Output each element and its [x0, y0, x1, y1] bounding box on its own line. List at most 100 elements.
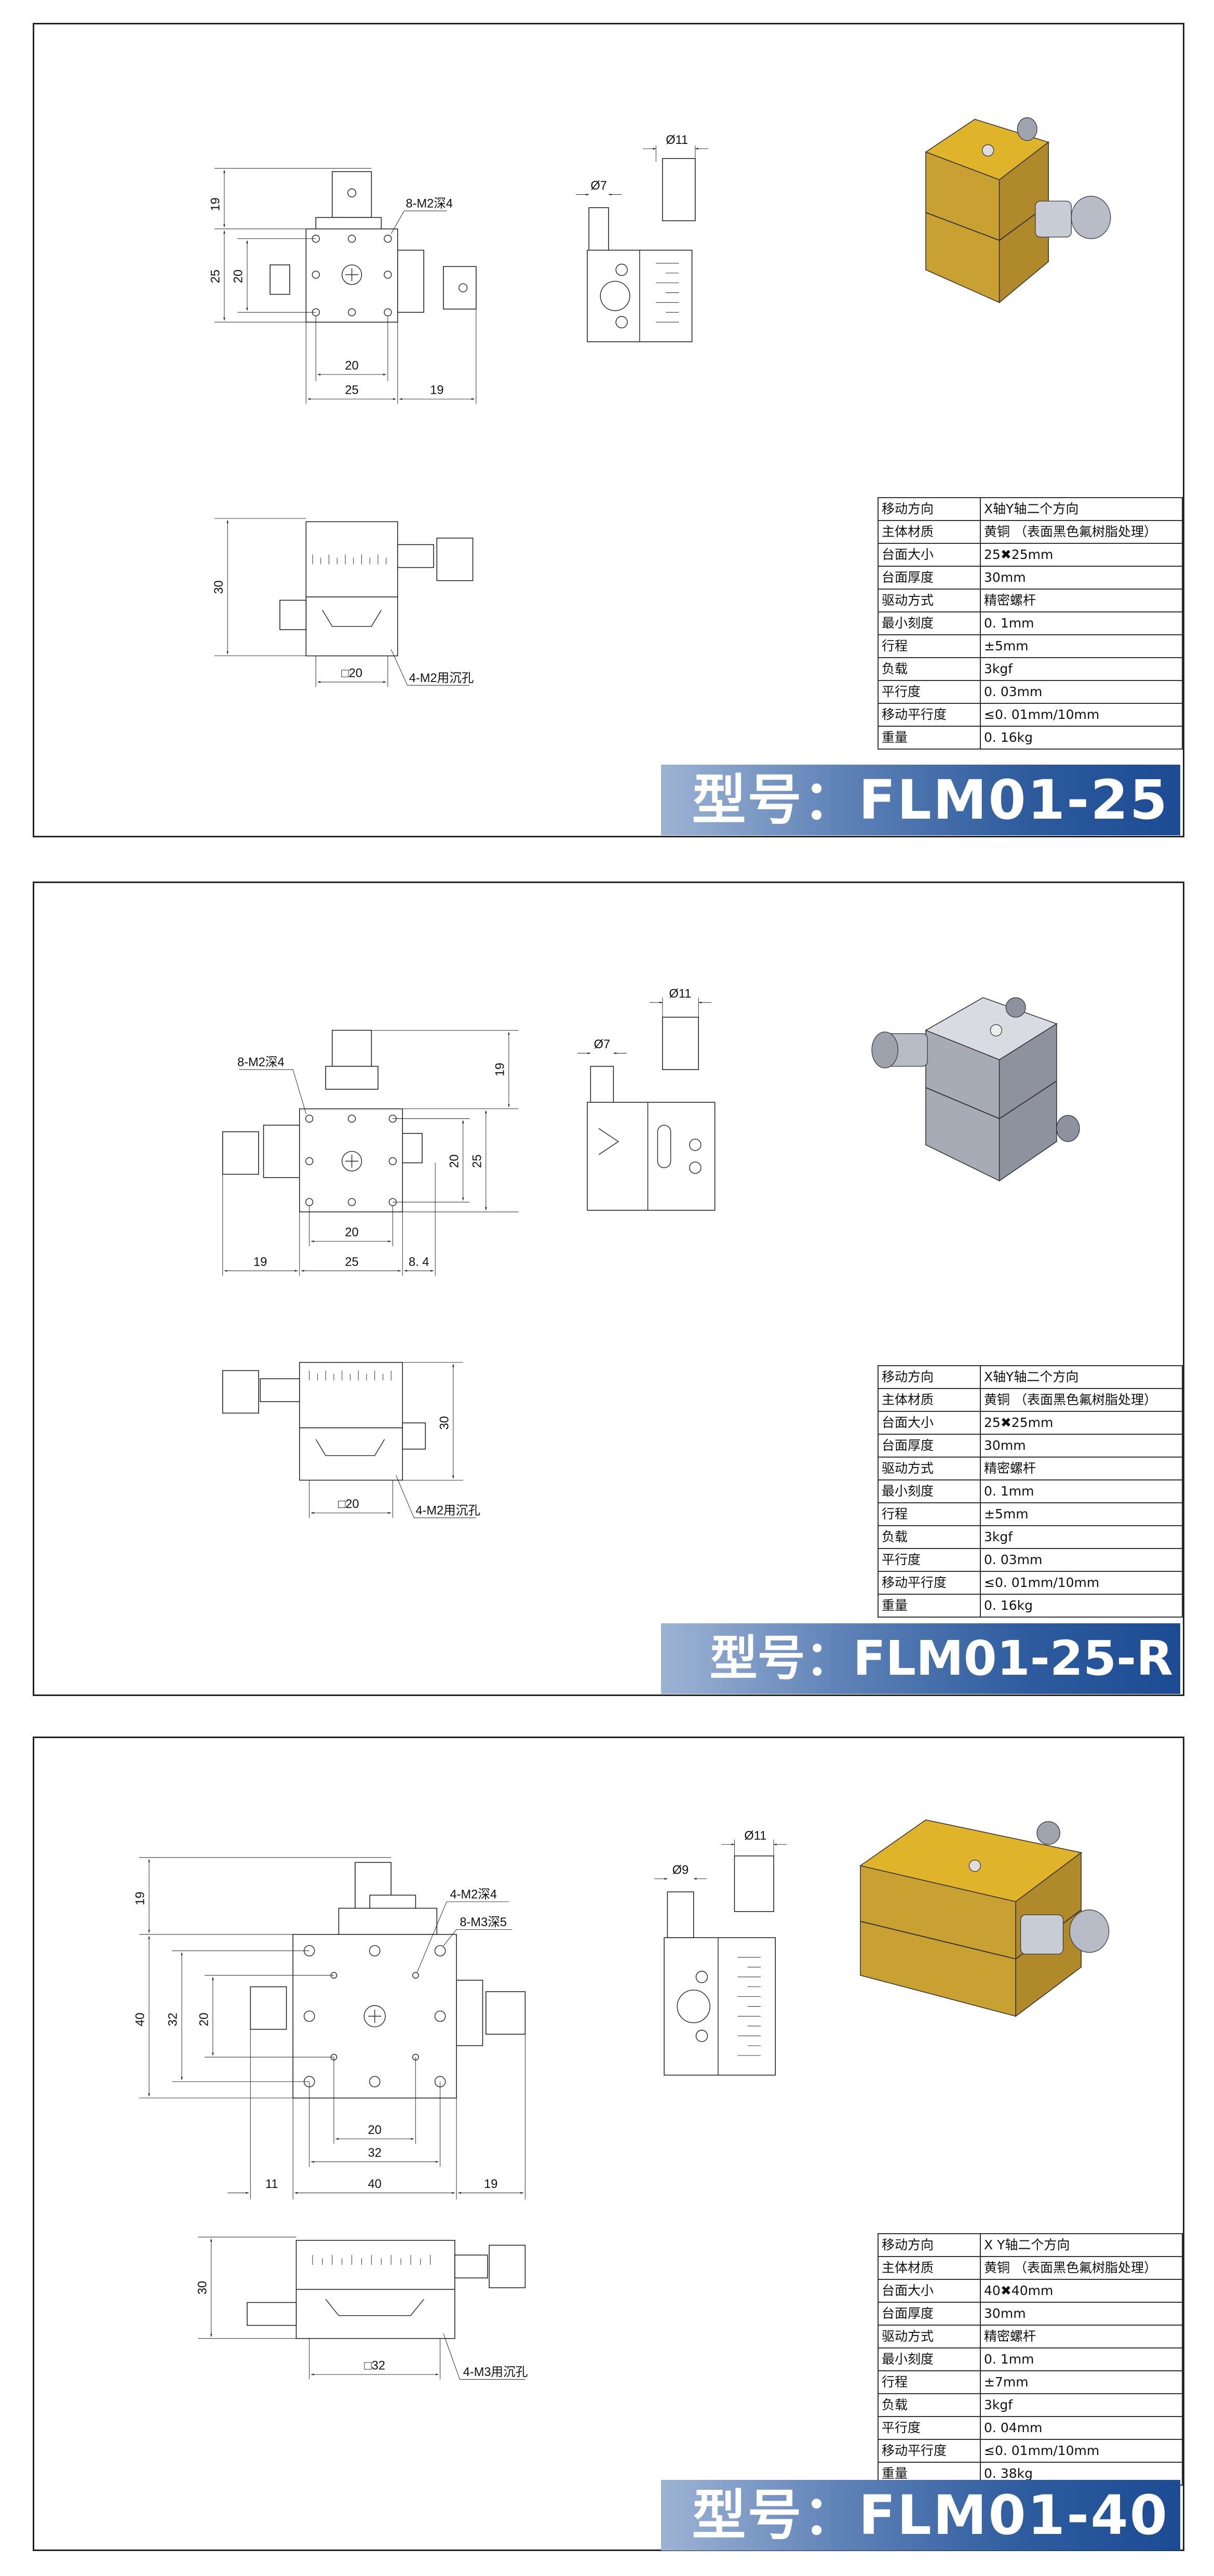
dim-label: 19 [253, 1256, 267, 1269]
product-3d-render [925, 117, 1111, 304]
spec-row: 移动平行度≤0. 01mm/10mm [877, 2439, 1183, 2463]
spec-label: 驱动方式 [877, 1457, 981, 1480]
dim-label: 19 [430, 384, 443, 397]
spec-value: 40✖40mm [980, 2279, 1183, 2303]
x-collar [397, 249, 424, 313]
spec-value: 0. 1mm [980, 611, 1183, 635]
product-panel-flm01-25: 19 25 20 20 25 19 8-M2深4 Ø11 Ø7 [33, 23, 1184, 837]
spec-label: 最小刻度 [877, 611, 981, 635]
dim-label: □20 [338, 1498, 359, 1511]
spec-value: 精密螺杆 [980, 589, 1183, 612]
dim-label: 30 [438, 1416, 451, 1430]
spec-label: 负载 [877, 1525, 981, 1549]
spec-value: 30mm [980, 1434, 1183, 1458]
spec-value: 0. 03mm [980, 680, 1183, 704]
spec-row: 行程±5mm [877, 1502, 1183, 1526]
spec-value: 黄铜 （表面黑色氟树脂处理） [980, 520, 1183, 544]
top-view: 19 25 20 20 19 25 8. 4 8-M2深4 [222, 1030, 519, 1276]
spec-label: 行程 [877, 2370, 981, 2394]
spec-value: 25✖25mm [980, 1411, 1183, 1435]
dim-label: 32 [368, 2146, 382, 2160]
dim-label: Ø11 [744, 1829, 766, 1843]
model-banner: 型号：FLM01-25-R [661, 1623, 1180, 1694]
set-screw-icon [347, 188, 357, 197]
spec-label: 行程 [877, 1502, 981, 1526]
spec-label: 移动平行度 [877, 703, 981, 727]
stage-body [587, 1102, 716, 1211]
spec-label: 行程 [877, 634, 981, 658]
spec-label: 最小刻度 [877, 2347, 981, 2371]
y-collar [315, 217, 382, 231]
product-panel-flm01-25-r: 19 25 20 20 19 25 8. 4 8-M2深4 [33, 882, 1184, 1696]
spec-value: 0. 16kg [980, 726, 1183, 750]
dim-label: Ø9 [672, 1863, 689, 1877]
dim-label: □32 [364, 2359, 385, 2373]
spec-label: 移动平行度 [877, 2439, 981, 2463]
dim-label: 30 [212, 580, 226, 594]
dim-label: 11 [265, 2178, 278, 2191]
knob [222, 1370, 259, 1414]
spec-label: 台面厚度 [877, 2302, 981, 2326]
spec-label: 台面大小 [877, 543, 981, 567]
spec-row: 行程±7mm [877, 2370, 1183, 2394]
spec-label: 台面厚度 [877, 1434, 981, 1458]
knob [489, 2245, 526, 2288]
top-view: 19 25 20 20 25 19 8-M2深4 [209, 168, 477, 404]
hole-callout: 8-M2深4 [237, 1056, 285, 1070]
spec-value: ±5mm [980, 1502, 1183, 1526]
lock-knob [250, 1986, 287, 2030]
dim-label: 20 [345, 359, 358, 372]
spec-row: 主体材质黄铜 （表面黑色氟树脂处理） [877, 520, 1183, 544]
dim-label: 25 [345, 384, 358, 397]
spec-label: 平行度 [877, 680, 981, 704]
spec-value: 0. 1mm [980, 1479, 1183, 1503]
x-collar [456, 1980, 483, 2046]
technical-drawing: 19 25 20 20 25 19 8-M2深4 Ø11 Ø7 [209, 117, 1111, 687]
dim-label: 25 [470, 1154, 484, 1168]
spec-value: 黄铜 （表面黑色氟树脂处理） [980, 1388, 1183, 1412]
hole-callout: 4-M2深4 [450, 1888, 497, 1902]
dim-label: 25 [345, 1256, 358, 1269]
spec-label: 移动平行度 [877, 1571, 981, 1595]
dim-label: 32 [167, 2013, 180, 2026]
lower-body [299, 1427, 403, 1481]
spec-label: 主体材质 [877, 520, 981, 544]
dim-label: 19 [134, 1891, 147, 1905]
spec-value: 30mm [980, 566, 1183, 590]
dim-label: Ø11 [669, 987, 692, 1000]
hole-callout: 8-M3深5 [460, 1915, 507, 1929]
spec-row: 行程±5mm [877, 634, 1183, 658]
dim-label: 30 [196, 2281, 209, 2294]
small-knob [588, 207, 609, 257]
mount-holes [305, 1114, 397, 1206]
spec-value: X Y轴二个方向 [980, 2233, 1183, 2257]
side-view: Ø11 Ø9 [654, 1829, 787, 2076]
model-banner: 型号：FLM01-40 [661, 2480, 1180, 2551]
set-screw-icon [458, 283, 468, 292]
spec-value: 0. 04mm [980, 2416, 1183, 2440]
spec-label: 移动方向 [877, 2233, 981, 2257]
spec-value: 3kgf [980, 2393, 1183, 2417]
upper-body [305, 521, 398, 598]
spec-label: 台面大小 [877, 2279, 981, 2303]
spec-row: 主体材质黄铜 （表面黑色氟树脂处理） [877, 1388, 1183, 1412]
knob [436, 538, 474, 581]
dim-label: 40 [368, 2178, 382, 2191]
spec-value: 0. 03mm [980, 1548, 1183, 1572]
spec-value: 0. 16kg [980, 1594, 1183, 1618]
spec-label: 平行度 [877, 2416, 981, 2440]
knob [734, 1855, 774, 1912]
spec-value: 精密螺杆 [980, 2325, 1183, 2348]
spec-value: ±5mm [980, 634, 1183, 658]
spec-value: X轴Y轴二个方向 [980, 1365, 1183, 1389]
upper-body [295, 2240, 455, 2290]
